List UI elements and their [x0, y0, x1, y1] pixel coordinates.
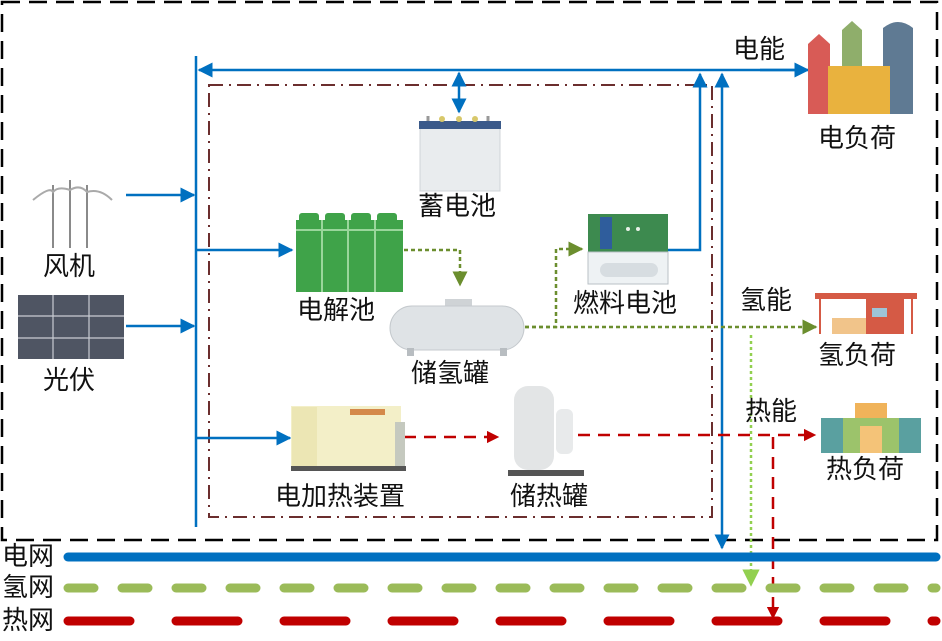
- electrolyzer-label: 电解池: [297, 296, 376, 326]
- pv-label: 光伏: [43, 366, 96, 396]
- hydrogen-energy-label: 氢能: [740, 286, 793, 316]
- hydrogen-load-label: 氢负荷: [818, 341, 897, 371]
- heat-energy-label: 热能: [745, 397, 798, 427]
- fuel-cell-to-bus: [668, 72, 708, 252]
- hydrogen-tank-icon: [389, 299, 525, 356]
- heat-storage-tank-icon: [508, 386, 584, 476]
- hydrogen-station-icon: [815, 293, 917, 334]
- electric-heater-icon: [291, 406, 406, 471]
- electric-energy-label: 电能: [733, 35, 786, 65]
- heated-building-icon: [821, 403, 921, 453]
- city-buildings-icon: [808, 21, 913, 114]
- storage-boundary: [208, 84, 713, 518]
- system-boundary: [0, 0, 939, 542]
- wind-turbine-icon: [32, 180, 113, 248]
- electrolyzer-to-h2tank: [404, 248, 468, 287]
- battery-label: 蓄电池: [418, 192, 497, 222]
- hydrogen-grid-label: 氢网: [2, 573, 55, 603]
- heater-label: 电加热装置: [275, 482, 406, 512]
- electrolyzer-icon: [296, 213, 403, 292]
- heat-load-label: 热负荷: [826, 455, 905, 485]
- wind-label: 风机: [43, 252, 96, 282]
- battery-icon: [419, 116, 501, 192]
- heat-tank-label: 储热罐: [510, 482, 589, 512]
- electric-load-label: 电负荷: [818, 124, 897, 154]
- heat-grid-label: 热网: [2, 606, 55, 636]
- fuel-cell-label: 燃料电池: [573, 289, 678, 319]
- fuel-cell-icon: [587, 214, 669, 285]
- h2-tank-label: 储氢罐: [411, 359, 490, 389]
- electric-grid-label: 电网: [2, 542, 55, 572]
- solar-panel-icon: [18, 295, 124, 359]
